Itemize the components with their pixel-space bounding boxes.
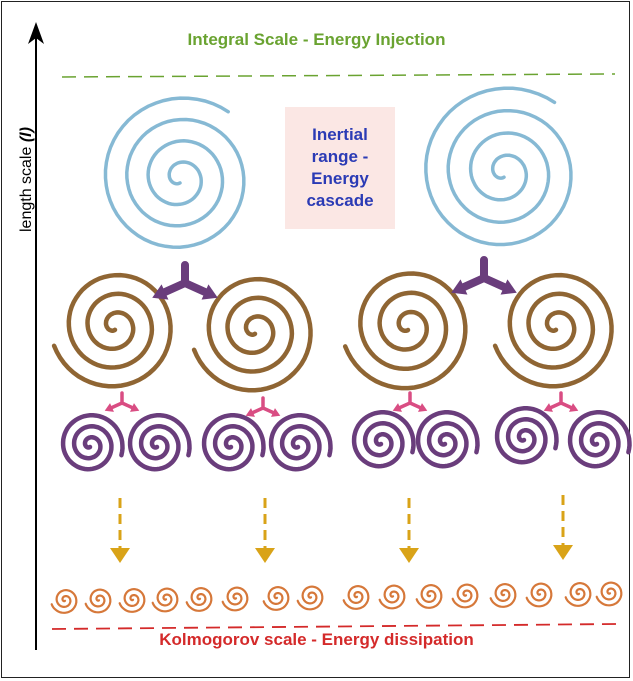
inertial-label-line: Energy xyxy=(311,169,369,188)
tiny-eddy-icon xyxy=(185,586,213,612)
down-arrow-icon xyxy=(110,498,130,563)
dissipation-scale-line xyxy=(51,623,619,630)
tiny-eddy-icon xyxy=(221,586,249,612)
small-eddy-icon xyxy=(60,413,125,472)
tiny-eddy-icon xyxy=(564,581,592,607)
split-arrow-icon xyxy=(104,391,140,412)
tiny-eddy-icon xyxy=(50,588,78,614)
tiny-eddy-icon xyxy=(525,582,553,608)
tiny-eddy-icon xyxy=(489,582,517,608)
tiny-eddy-icon xyxy=(451,583,479,609)
split-arrow-icon xyxy=(451,256,517,295)
inertial-label-line: Inertial xyxy=(312,125,368,144)
small-eddy-icon xyxy=(494,406,559,465)
tiny-eddy-icon xyxy=(378,584,406,610)
inertial-label-line: range - xyxy=(311,147,369,166)
split-arrow-icon xyxy=(245,396,281,417)
down-arrow-icon xyxy=(399,498,419,563)
axis-label-text: length scale xyxy=(18,142,35,232)
y-axis-arrowhead-icon xyxy=(28,22,44,44)
split-arrow-icon xyxy=(152,261,218,300)
tiny-eddy-icon xyxy=(296,585,324,611)
small-eddy-icon xyxy=(567,410,632,469)
tiny-eddy-icon xyxy=(84,588,112,614)
tiny-eddy-icon xyxy=(262,585,290,611)
small-eddy-icon xyxy=(351,410,416,469)
tiny-eddy-icon xyxy=(118,587,146,613)
inertial-range-box: Inertial range - Energy cascade xyxy=(285,107,395,229)
medium-eddy-icon xyxy=(342,271,468,391)
down-arrow-icon xyxy=(255,498,275,563)
axis-label-symbol: (l) xyxy=(18,127,35,143)
injection-scale-line xyxy=(61,73,616,78)
large-eddy-icon xyxy=(103,96,246,249)
split-arrow-icon xyxy=(543,391,579,412)
tiny-eddy-icon xyxy=(595,581,623,607)
medium-eddy-icon xyxy=(51,272,173,389)
inertial-label-line: cascade xyxy=(306,191,374,210)
small-eddy-icon xyxy=(268,413,333,472)
tiny-eddy-icon xyxy=(415,583,443,609)
medium-eddy-icon xyxy=(492,272,614,389)
large-eddy-icon xyxy=(424,86,573,247)
small-eddy-icon xyxy=(415,410,480,469)
split-arrow-icon xyxy=(392,391,428,412)
small-eddy-icon xyxy=(127,413,192,472)
tiny-eddy-icon xyxy=(151,587,179,613)
axis-label: length scale (l) xyxy=(18,12,38,232)
dissipation-title: Kolmogorov scale - Energy dissipation xyxy=(159,630,474,649)
down-arrow-icon xyxy=(553,495,573,560)
injection-title: Integral Scale - Energy Injection xyxy=(187,30,446,49)
tiny-eddy-icon xyxy=(342,584,370,610)
medium-eddy-icon xyxy=(191,276,313,393)
small-eddy-icon xyxy=(201,413,266,472)
